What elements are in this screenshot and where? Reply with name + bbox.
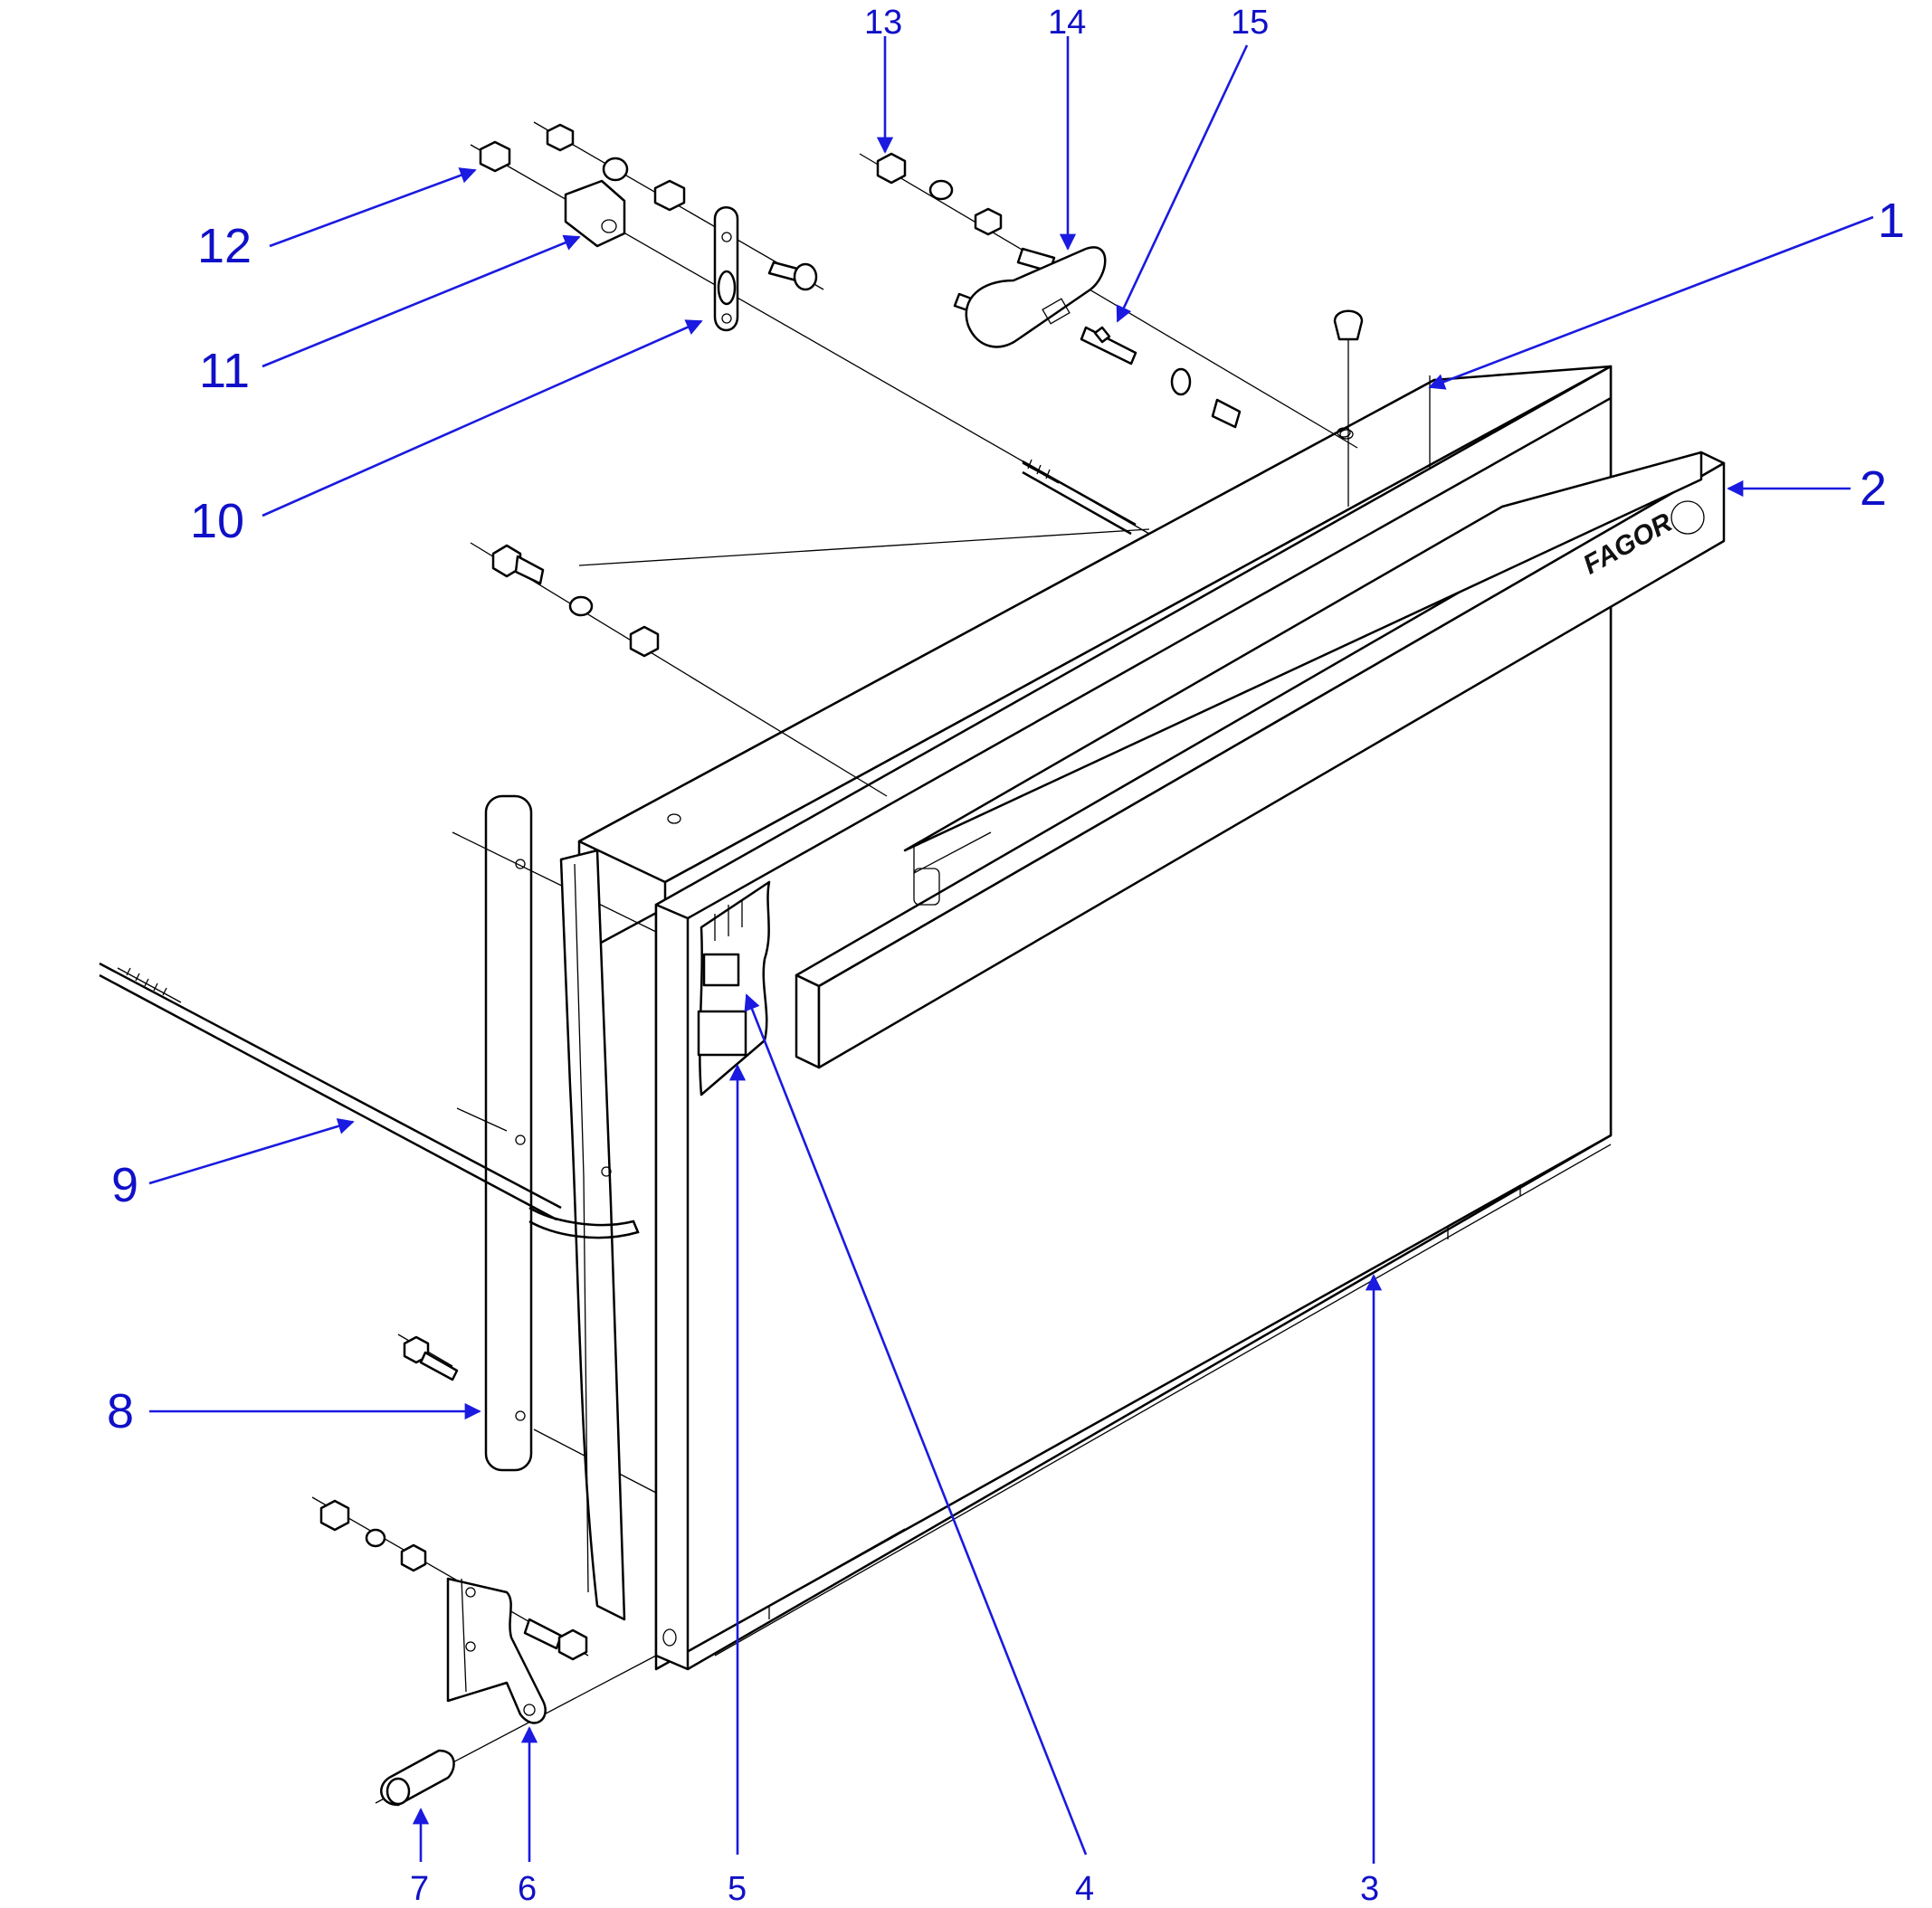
callout-7: 7 [410,1870,429,1908]
callout-2: 2 [1860,461,1887,516]
bottom-hinge-hardware [311,1334,657,1807]
callout-14: 14 [1048,4,1086,42]
callout-10: 10 [190,494,244,548]
callout-labels: 1 2 3 4 5 6 7 8 9 10 11 12 13 14 15 [107,4,1905,1908]
middle-left-hardware [470,542,888,797]
side-trim-part [452,794,657,1494]
callout-8: 8 [107,1384,134,1438]
callout-4: 4 [1075,1870,1094,1908]
callout-12: 12 [197,219,252,273]
callout-15: 15 [1231,4,1269,42]
handle-bar-part: FAGOR [795,451,1726,1069]
leader-lines [148,36,1874,1864]
callout-5: 5 [728,1870,747,1908]
callout-1: 1 [1878,194,1905,248]
callout-11: 11 [199,344,250,398]
top-left-hardware [470,121,1150,535]
trim-screw [397,1334,459,1381]
callout-9: 9 [111,1158,138,1212]
top-middle-hardware [859,152,1364,507]
side-seal-part [559,849,626,1621]
callout-6: 6 [518,1870,537,1908]
callout-3: 3 [1360,1870,1379,1908]
callout-13: 13 [864,4,902,42]
